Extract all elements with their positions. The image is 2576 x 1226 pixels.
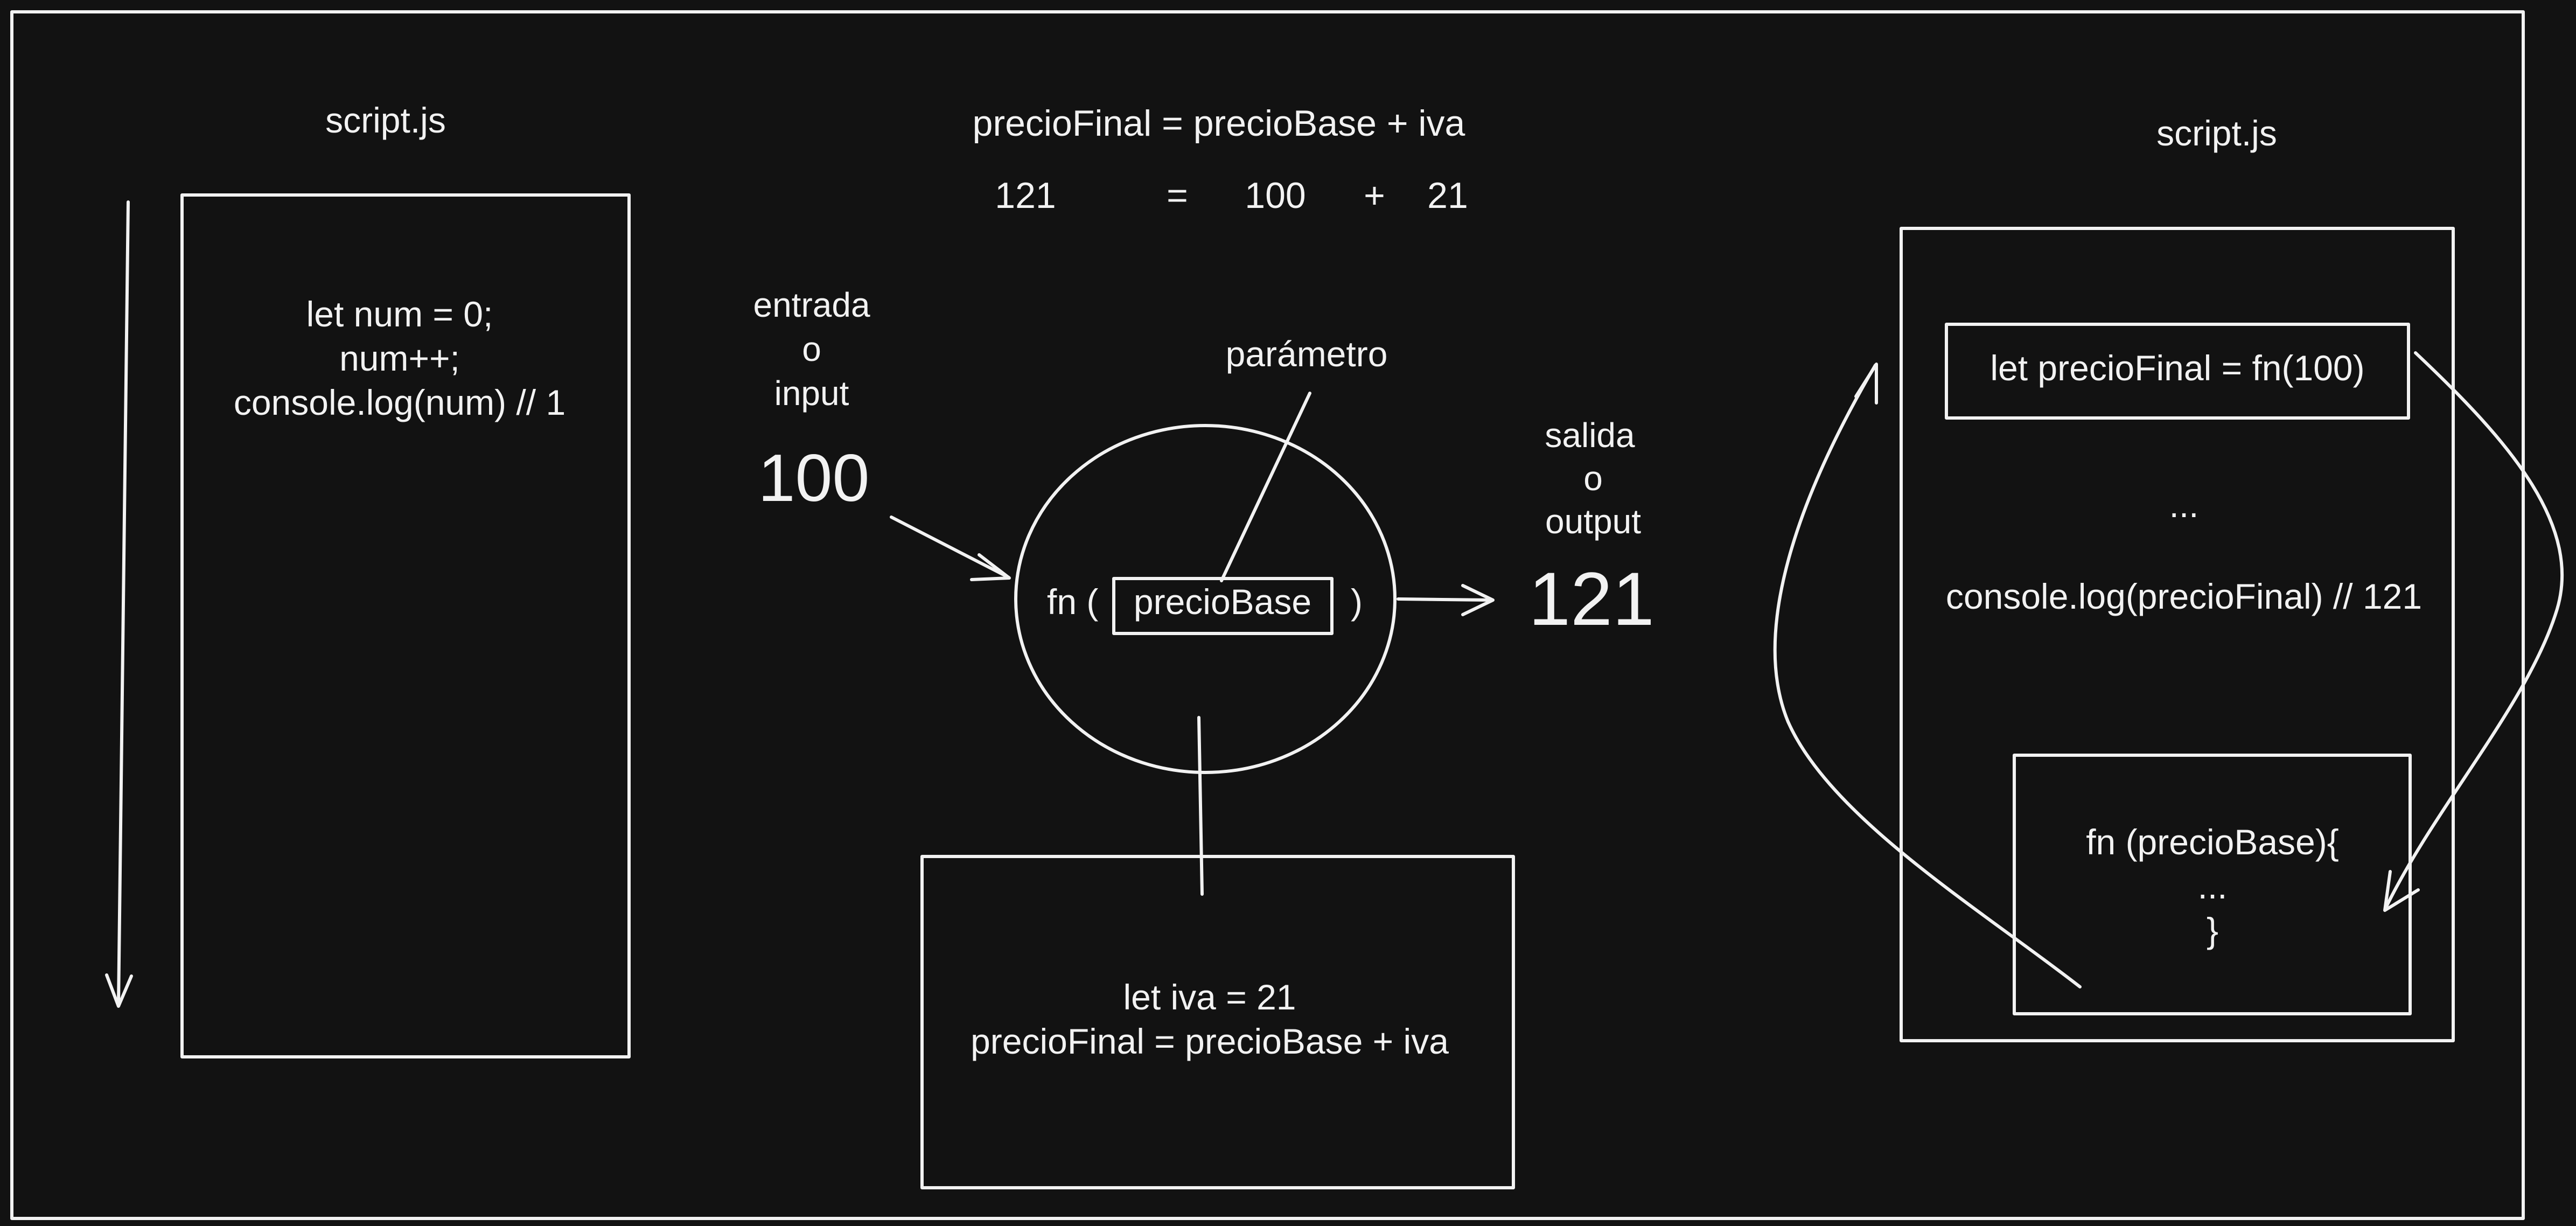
return-flow-arrow	[1773, 364, 2082, 988]
output-arrowhead	[1461, 584, 1495, 616]
left-code-line-3: console.log(num) // 1	[234, 382, 566, 422]
call-flow-arrow	[2384, 351, 2564, 909]
output-label-line-2: o	[1583, 459, 1603, 498]
function-circle	[1014, 424, 1397, 774]
formula-text: precioFinal = precioBase + iva	[973, 103, 1465, 144]
input-label-line-3: input	[774, 374, 849, 413]
input-value: 100	[758, 441, 870, 516]
function-definition-line-2: ...	[2197, 866, 2227, 906]
outer-frame	[10, 10, 2525, 1220]
input-label-line-1: entrada	[753, 285, 870, 324]
function-body-box	[920, 855, 1515, 1189]
function-definition-line-1: fn (precioBase){	[2086, 822, 2339, 862]
right-ellipsis: ...	[2169, 485, 2198, 525]
function-body-connector	[1197, 716, 1204, 896]
parameter-box	[1112, 577, 1334, 635]
function-definition-line-3: }	[2207, 910, 2218, 950]
console-log-line: console.log(precioFinal) // 121	[1946, 576, 2422, 616]
function-parameter: precioBase	[1134, 582, 1311, 622]
output-value: 121	[1528, 556, 1654, 641]
function-body-line-1: let iva = 21	[1123, 977, 1296, 1017]
input-label-line-2: o	[802, 330, 821, 368]
output-label-line-3: output	[1545, 502, 1641, 541]
input-arrow	[890, 516, 1010, 579]
formula-value-equals: =	[1167, 175, 1188, 216]
left-code-line-1: let num = 0;	[306, 294, 493, 334]
left-filename: script.js	[325, 100, 446, 140]
execution-flow-arrow	[117, 200, 130, 1006]
parameter-pointer-line	[1220, 392, 1311, 582]
output-arrow	[1397, 597, 1493, 602]
parameter-label: parámetro	[1226, 334, 1388, 374]
function-prefix: fn (	[1047, 582, 1098, 622]
formula-value-base: 100	[1245, 175, 1306, 216]
left-code-box	[180, 193, 631, 1058]
function-call-line: let precioFinal = fn(100)	[1990, 348, 2364, 388]
formula-value-plus: +	[1364, 175, 1385, 216]
function-suffix: )	[1351, 582, 1363, 622]
function-body-line-2: precioFinal = precioBase + iva	[971, 1021, 1449, 1061]
function-definition-box	[2013, 754, 2412, 1015]
execution-flow-arrowhead	[105, 973, 133, 1008]
right-code-box	[1900, 227, 2455, 1042]
formula-value-result: 121	[995, 175, 1056, 216]
formula-value-iva: 21	[1427, 175, 1468, 216]
call-flow-arrowhead	[2383, 870, 2420, 912]
left-code-line-2: num++;	[339, 338, 460, 378]
input-arrowhead	[970, 553, 1011, 581]
right-filename: script.js	[2156, 113, 2277, 153]
output-label-line-1: salida	[1545, 416, 1635, 455]
function-call-box	[1945, 323, 2410, 420]
return-flow-arrowhead	[1854, 363, 1878, 405]
